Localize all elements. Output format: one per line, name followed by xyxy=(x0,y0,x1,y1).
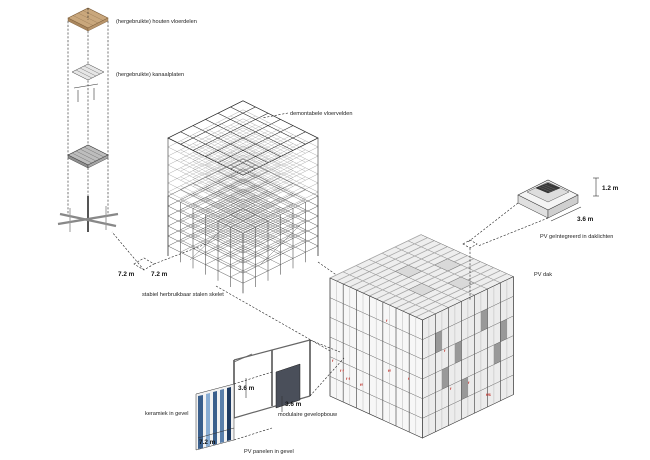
svg-text:f f: f f xyxy=(346,376,350,381)
ceramic-facade-panel xyxy=(195,383,235,451)
svg-text:f: f xyxy=(450,386,452,391)
svg-text:ff: ff xyxy=(388,368,391,373)
label-demountable-floors: demontabele vloervelden xyxy=(290,111,353,117)
dim-facade-height-1: 3.6 m xyxy=(238,385,255,392)
svg-text:f: f xyxy=(468,380,470,385)
svg-text:ff6: ff6 xyxy=(486,392,492,397)
svg-text:f: f xyxy=(386,318,388,323)
svg-text:f f: f f xyxy=(340,368,344,373)
red-annotations: f f f f f ff ff f f f ff6 f f xyxy=(332,318,492,397)
floor-plate xyxy=(67,144,109,169)
skylight-detail: 1.2 m 3.6 m PV geïntegreerd in daklichte… xyxy=(462,177,619,300)
label-pv-integrated: PV geïntegreerd in daklichten xyxy=(540,234,613,240)
grid-module-marker: 7.2 m 7.2 m xyxy=(111,231,207,278)
label-ceramic-facade: keramiek in gevel xyxy=(145,411,189,417)
label-pv-roof: PV dak xyxy=(534,272,552,278)
main-building xyxy=(329,234,514,439)
svg-text:f: f xyxy=(408,376,410,381)
wood-floor-panel xyxy=(67,7,109,32)
dim-facade-height-2: 3.6 m xyxy=(285,401,302,408)
label-steel-skeleton: stabiel herbruikbaar stalen skelet xyxy=(142,292,224,298)
facade-module-detail: 3.6 m 3.6 m 7.2 m keramiek in gevel modu… xyxy=(145,339,345,455)
svg-text:ff: ff xyxy=(360,382,363,387)
demountable-floor-stack: demontabele vloervelden xyxy=(167,100,353,294)
label-pv-panels-facade: PV panelen in gevel xyxy=(244,449,294,455)
dim-skylight-width: 3.6 m xyxy=(577,216,594,223)
dim-facade-width: 7.2 m xyxy=(199,439,216,446)
svg-text:f: f xyxy=(444,348,446,353)
dim-grid-width: 7.2 m xyxy=(118,271,135,278)
exploded-column-detail: (hergebruikte) houten vloerdelen (hergeb… xyxy=(57,7,197,232)
svg-text:f: f xyxy=(332,358,334,363)
channel-plates xyxy=(71,63,105,102)
label-channel-plates: (hergebruikte) kanaalplaten xyxy=(116,72,184,78)
dim-grid-depth: 7.2 m xyxy=(151,271,168,278)
dim-skylight-height: 1.2 m xyxy=(602,185,619,192)
label-wood-floor: (hergebruikte) houten vloerdelen xyxy=(116,19,197,25)
label-modular-facade: modulaire gevelopbouw xyxy=(278,412,338,418)
column-base xyxy=(57,196,119,232)
